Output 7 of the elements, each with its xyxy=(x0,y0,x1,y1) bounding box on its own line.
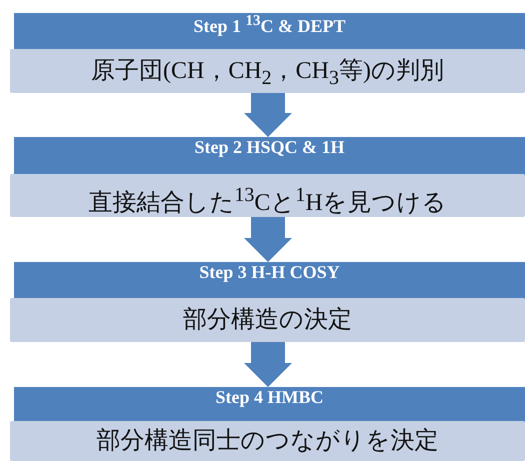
step-description-band: 原子団(CH，CH$_{2}$，CH$_{3}$等)の判別 xyxy=(10,49,525,93)
block-arrow xyxy=(244,342,292,387)
step-description-band: 部分構造同士のつながりを決定 xyxy=(10,421,525,461)
block-arrow xyxy=(244,93,292,137)
step-description-band: 直接結合した$^{13}$Cと$^{1}$Hを見つける xyxy=(10,174,525,217)
block-arrow xyxy=(244,217,292,262)
step-description-band: 部分構造の決定 xyxy=(10,298,525,342)
